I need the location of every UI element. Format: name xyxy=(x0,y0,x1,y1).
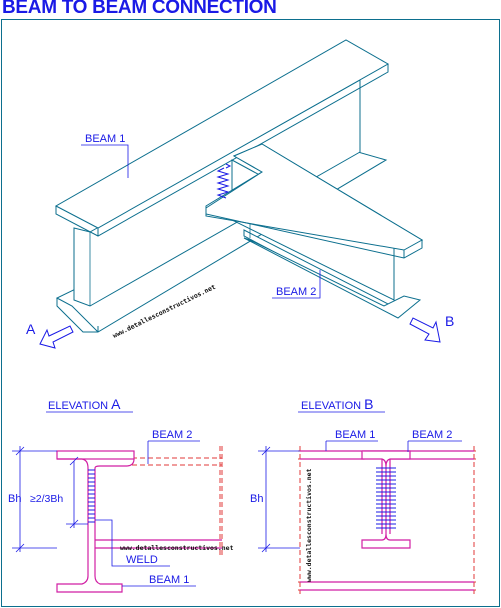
elev-b-dim-bh: Bh xyxy=(250,493,263,505)
drawing-frame xyxy=(1,19,500,607)
elev-a-dim-bh: Bh xyxy=(8,493,21,505)
elev-a-weld xyxy=(88,469,95,523)
elevation-a-title: ELEVATION A xyxy=(48,396,121,412)
elev-b-beam2-label: BEAM 2 xyxy=(412,429,452,441)
elev-a-beam1-top-flange xyxy=(56,450,135,460)
view-arrow-b: B xyxy=(409,313,454,343)
elevation-b-title-prefix: ELEVATION xyxy=(301,400,364,412)
page-title: BEAM TO BEAM CONNECTION xyxy=(2,0,277,18)
view-arrow-a: A xyxy=(26,321,74,349)
view-a-arrow-icon xyxy=(39,325,74,349)
iso-beam2-label: BEAM 2 xyxy=(276,286,316,298)
elevation-b-title: ELEVATION B xyxy=(301,396,374,412)
elevation-a: ELEVATION A Bh xyxy=(8,396,234,593)
elev-a-dim-weld: ≥2/3Bh xyxy=(30,493,63,505)
elev-b-beam1-label: BEAM 1 xyxy=(335,429,375,441)
iso-beam-2 xyxy=(205,143,424,319)
elev-a-beam2-label: BEAM 2 xyxy=(152,429,192,441)
beam2-bottom-flange xyxy=(243,237,422,319)
elevation-b-title-letter: B xyxy=(364,396,373,412)
elev-a-watermark: www.detallesconstructivos.net xyxy=(120,544,234,552)
iso-beam-1 xyxy=(54,39,390,333)
iso-beam1-label: BEAM 1 xyxy=(85,133,125,145)
elev-b-watermark: www.detallesconstructivos.net xyxy=(305,468,313,582)
view-b-arrow-icon xyxy=(409,317,441,343)
elevation-b: ELEVATION B xyxy=(250,396,476,594)
elev-a-weld-label: WELD xyxy=(126,554,158,566)
iso-weld xyxy=(216,167,230,199)
elev-a-beam1-section xyxy=(56,458,135,593)
elev-b-weld xyxy=(376,467,396,529)
elev-a-beam1-label: BEAM 1 xyxy=(149,574,189,586)
view-b-letter: B xyxy=(445,313,454,329)
elevation-a-title-letter: A xyxy=(111,396,121,412)
elevation-a-title-prefix: ELEVATION xyxy=(48,400,111,412)
view-a-letter: A xyxy=(26,321,36,337)
